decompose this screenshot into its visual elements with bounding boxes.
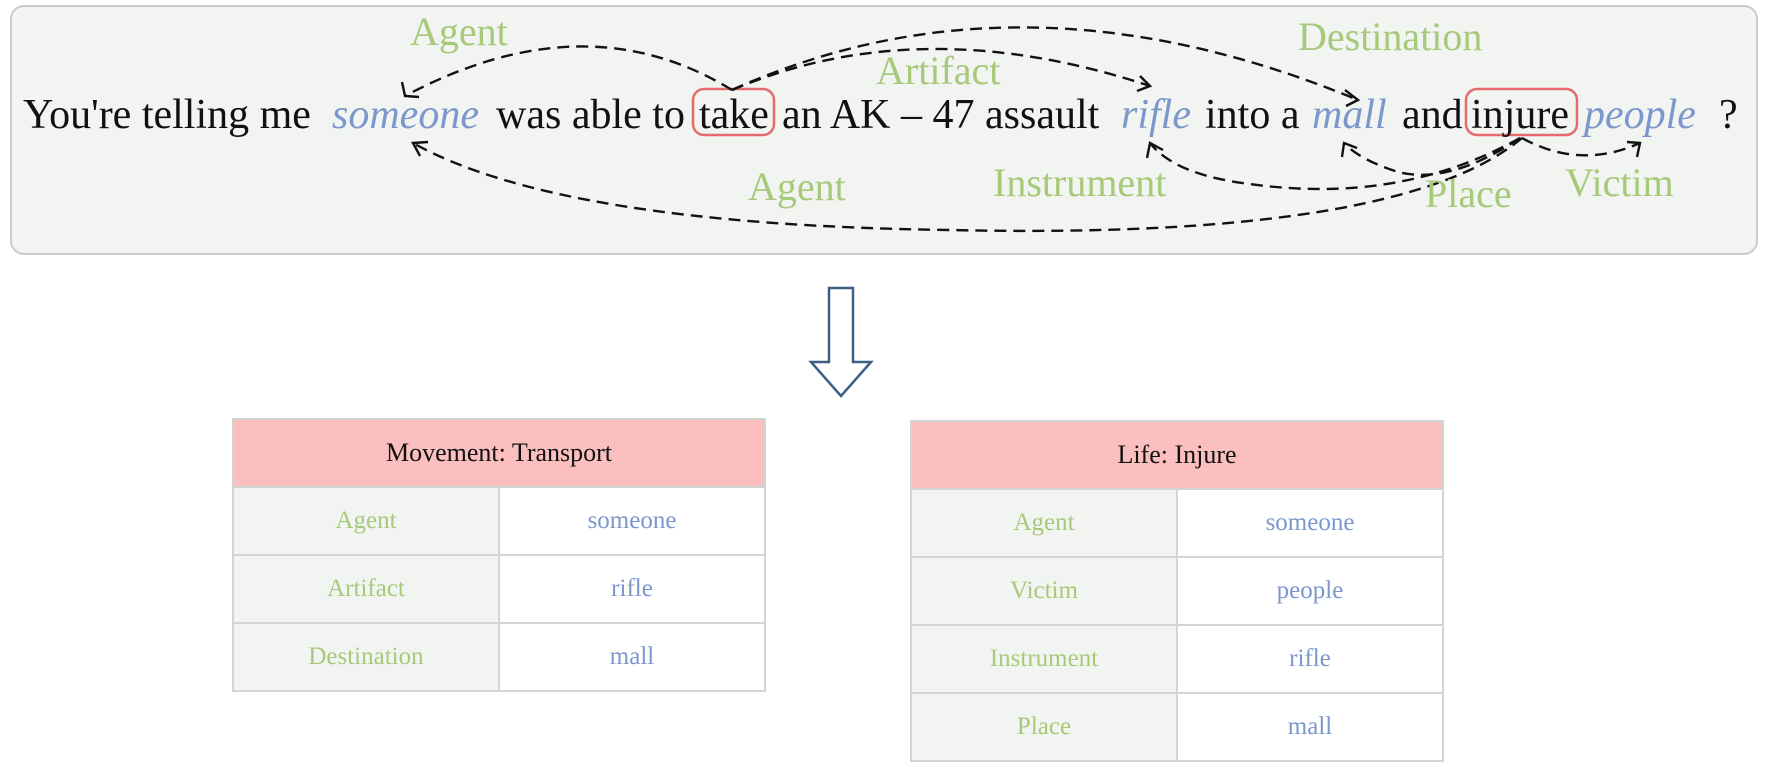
arc-label-agent-injure: Agent (748, 164, 846, 209)
arc-label-artifact: Artifact (876, 48, 1000, 93)
arc-injure-victim (1521, 136, 1641, 157)
arrowhead-take-artifact (1136, 75, 1153, 93)
arrowhead-injure-place (1340, 141, 1358, 158)
arc-injure-agent (412, 137, 1523, 233)
token-plain: and (1402, 92, 1463, 138)
role-cell: Agent (910, 488, 1178, 558)
arrowhead-take-destination (1344, 89, 1361, 108)
arrowhead-injure-victim (1626, 140, 1642, 158)
arc-label-place: Place (1425, 171, 1512, 216)
event-type-header: Movement: Transport (232, 418, 766, 488)
arc-take-destination (731, 26, 1359, 102)
event-type-header: Life: Injure (910, 420, 1444, 490)
role-cell: Instrument (910, 624, 1178, 694)
arrowhead-injure-instrument (1145, 141, 1164, 159)
argument-cell: people (1176, 556, 1444, 626)
event-table-injure: Life: Injure Agent someone Victim people… (910, 420, 1444, 762)
argument-cell: someone (1176, 488, 1444, 558)
table-row: Artifact rifle (232, 554, 766, 624)
argument-cell: rifle (498, 554, 766, 624)
arrowhead-take-agent (400, 81, 420, 99)
token-argument-mall: mall (1312, 92, 1387, 138)
token-trigger-injure: injure (1471, 92, 1569, 138)
role-cell: Agent (232, 486, 500, 556)
trigger-box-injure (1464, 87, 1579, 137)
role-cell: Victim (910, 556, 1178, 626)
argument-cell: mall (498, 622, 766, 692)
argument-cell: mall (1176, 692, 1444, 762)
token-plain: an AK – 47 assault (782, 92, 1100, 138)
arc-label-agent-take: Agent (410, 9, 508, 54)
token-plain: into a (1205, 92, 1300, 138)
token-plain: ? (1719, 92, 1738, 138)
arc-label-destination: Destination (1298, 14, 1482, 59)
table-row: Agent someone (910, 488, 1444, 558)
role-cell: Place (910, 692, 1178, 762)
token-argument-someone: someone (332, 92, 479, 138)
arc-label-instrument: Instrument (993, 160, 1166, 205)
token-plain: You're telling me (23, 92, 311, 138)
table-row: Instrument rifle (910, 624, 1444, 694)
table-row: Destination mall (232, 622, 766, 692)
table-row: Victim people (910, 556, 1444, 626)
down-arrow-icon (808, 286, 874, 398)
token-plain: was able to (496, 92, 685, 138)
arc-take-artifact (731, 47, 1151, 92)
argument-cell: rifle (1176, 624, 1444, 694)
arc-label-victim: Victim (1565, 160, 1674, 205)
role-cell: Artifact (232, 554, 500, 624)
event-table-transport: Movement: Transport Agent someone Artifa… (232, 418, 766, 692)
role-cell: Destination (232, 622, 500, 692)
table-row: Place mall (910, 692, 1444, 762)
token-trigger-take: take (699, 92, 769, 138)
arc-take-agent (404, 45, 733, 98)
token-argument-rifle: rifle (1121, 92, 1191, 138)
argument-cell: someone (498, 486, 766, 556)
arc-injure-place (1343, 137, 1521, 176)
arrowhead-injure-agent (411, 140, 429, 157)
table-row: Agent someone (232, 486, 766, 556)
token-argument-people: people (1581, 92, 1696, 138)
